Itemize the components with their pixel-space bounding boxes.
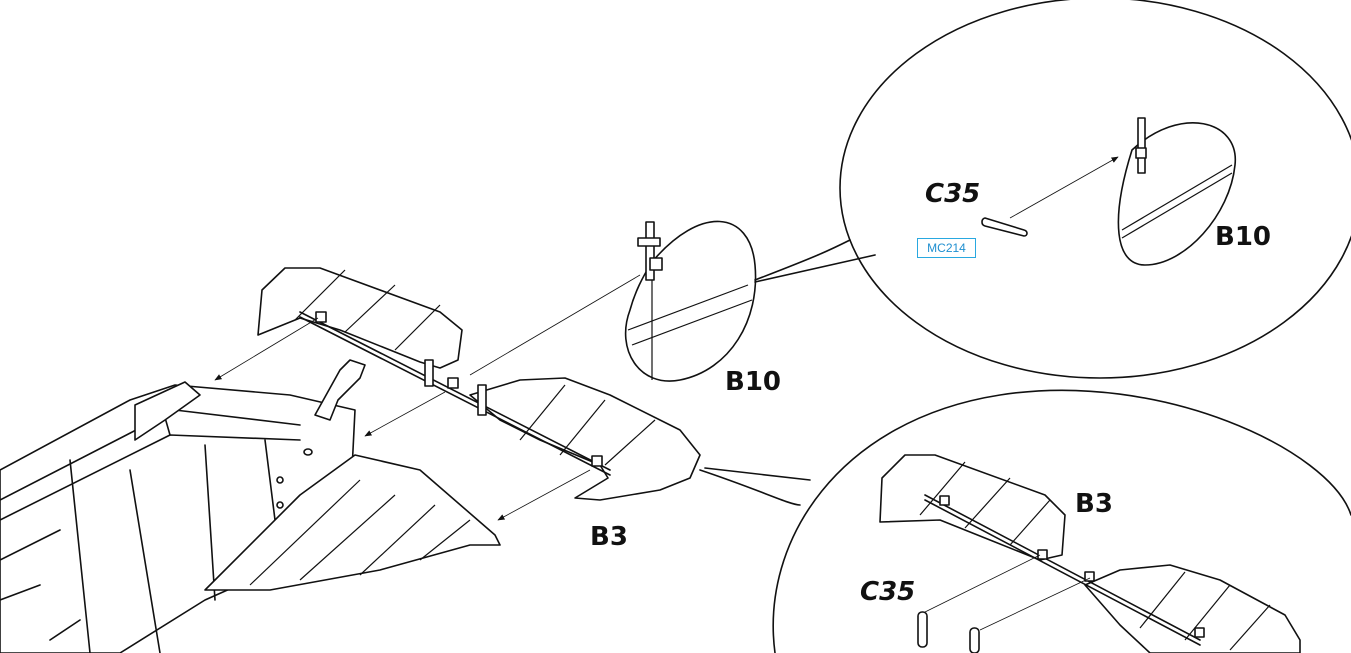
label-b3-detail: B3 (1075, 489, 1113, 519)
fin-b10-main (624, 220, 757, 382)
label-c35-lower: C35 (860, 577, 915, 607)
label-b10-main: B10 (725, 367, 781, 397)
detail-bubble-fin (754, 0, 1351, 379)
label-b3-main: B3 (590, 522, 628, 552)
fuselage (0, 359, 501, 653)
assembly-arrows (214, 274, 641, 521)
label-c35-upper: C35 (925, 179, 980, 209)
tailplane-b3-main (257, 267, 701, 501)
label-b10-detail: B10 (1215, 222, 1271, 252)
part-code-badge: MC214 (917, 238, 976, 258)
detail-bubble-tailplane (699, 389, 1351, 653)
